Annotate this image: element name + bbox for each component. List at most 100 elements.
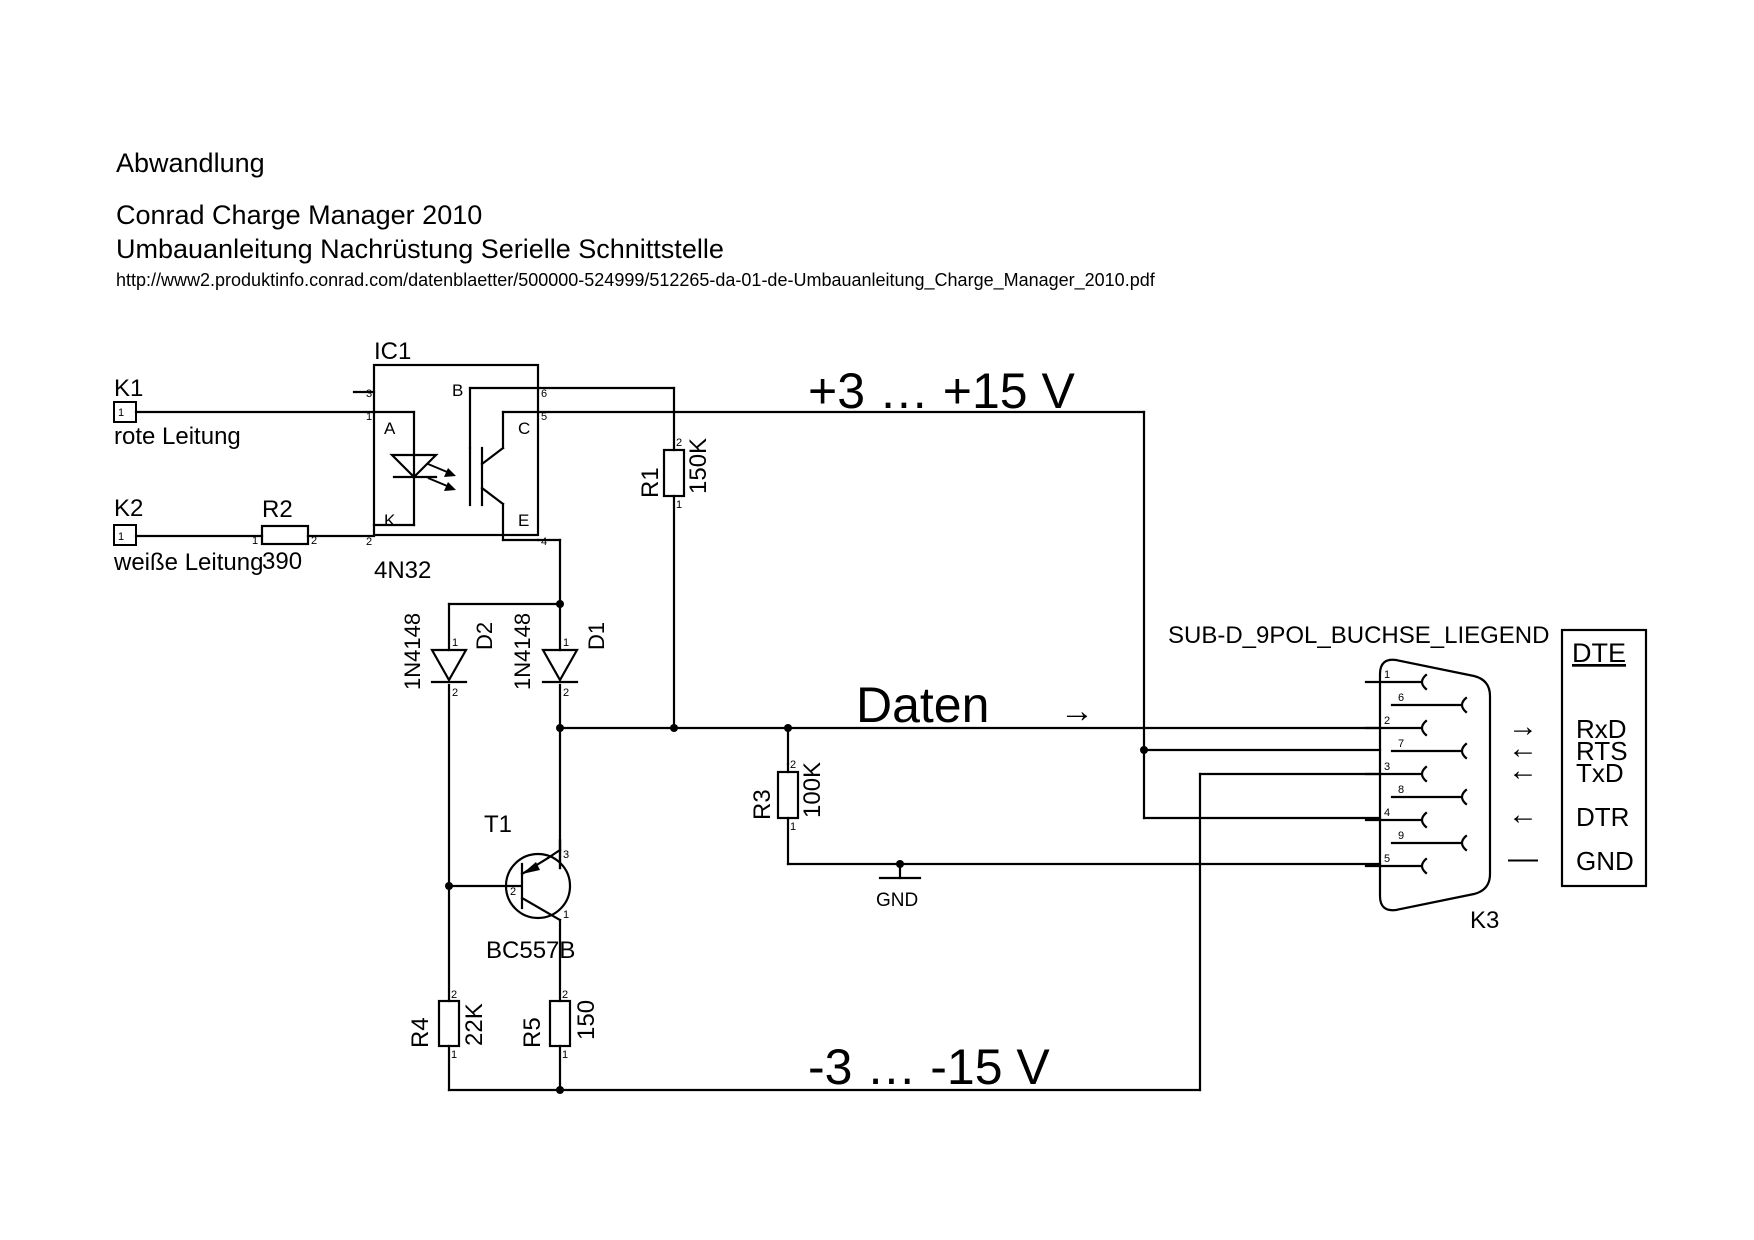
r4-name: R4 xyxy=(407,1017,434,1048)
k1-name: K1 xyxy=(114,375,143,402)
r5-pin1: 1 xyxy=(562,1049,568,1061)
header-title: Conrad Charge Manager 2010 xyxy=(116,200,483,230)
diode-d2: 1 2 1N4148 D2 xyxy=(400,613,497,699)
r3-value: 100K xyxy=(799,762,826,818)
d2-pin2: 2 xyxy=(452,687,458,699)
ic1-label-b: B xyxy=(452,381,463,400)
k3-pin-number: 7 xyxy=(1398,738,1404,750)
resistor-r4: 2 1 R4 22K xyxy=(407,989,488,1061)
dte-signal-label: RxD xyxy=(1576,714,1627,744)
r4-value: 22K xyxy=(461,1003,488,1046)
k3-pin-number: 4 xyxy=(1384,807,1390,819)
positive-voltage-label: +3 … +15 V xyxy=(808,363,1075,419)
k3-pin-socket xyxy=(1460,788,1468,806)
dte-signal-label: TxD xyxy=(1576,758,1624,788)
t1-name: T1 xyxy=(484,811,512,838)
optocoupler-ic1: IC1 4N32 A K B C xyxy=(366,338,547,584)
d2-icon xyxy=(430,648,468,683)
r1-body xyxy=(662,448,686,498)
dte-signal-arrow: ← xyxy=(1508,798,1538,831)
r5-body xyxy=(548,999,572,1048)
d2-pin1: 1 xyxy=(452,637,458,649)
k3-body xyxy=(1378,658,1492,912)
k3-pin-number: 5 xyxy=(1384,853,1390,865)
ic1-pin6: 6 xyxy=(541,388,547,400)
header-note: Abwandlung xyxy=(116,148,265,178)
d2-name: D2 xyxy=(472,622,497,650)
k3-pin-socket xyxy=(1420,857,1428,875)
r1-value: 150K xyxy=(685,438,712,494)
k3-pin-socket xyxy=(1420,673,1428,691)
t1-pin1: 1 xyxy=(563,909,569,921)
k3-pin-socket xyxy=(1460,696,1468,714)
dte-signal-arrow: → xyxy=(1508,710,1538,743)
k3-pin-socket xyxy=(1420,719,1428,737)
ic1-transistor-icon xyxy=(480,486,505,506)
k3-pin-number: 9 xyxy=(1398,830,1404,842)
r5-pin2: 2 xyxy=(562,989,568,1001)
k3-name: K3 xyxy=(1470,907,1499,934)
ic1-label-e: E xyxy=(518,511,529,530)
ic1-body xyxy=(372,363,540,537)
r3-pin2: 2 xyxy=(790,759,796,771)
r4-pin1: 1 xyxy=(451,1049,457,1061)
ic1-label-c: C xyxy=(518,419,530,438)
k3-pin-number: 2 xyxy=(1384,715,1390,727)
d2-part: 1N4148 xyxy=(400,613,425,690)
dte-signal-label: RTS xyxy=(1576,736,1628,766)
r5-name: R5 xyxy=(519,1017,546,1048)
ic1-label-a: A xyxy=(384,419,396,438)
gnd-label: GND xyxy=(876,890,918,911)
ic1-label-k: K xyxy=(384,511,396,530)
dte-panel: DTE xyxy=(1560,628,1648,888)
k3-pin-number: 1 xyxy=(1384,669,1390,681)
k3-pin-number: 8 xyxy=(1398,784,1404,796)
ic1-part: 4N32 xyxy=(374,557,431,584)
wires xyxy=(134,386,1382,1094)
k3-type: SUB-D_9POL_BUCHSE_LIEGEND xyxy=(1168,622,1549,649)
ic1-pin2: 2 xyxy=(366,536,372,548)
r1-pin2: 2 xyxy=(676,437,682,449)
k3-pin-number: 6 xyxy=(1398,692,1404,704)
r2-pin1: 1 xyxy=(252,535,258,547)
k1-wire-label: rote Leitung xyxy=(114,423,241,450)
r2-value: 390 xyxy=(262,548,302,575)
t1-part: BC557B xyxy=(486,937,575,964)
d1-pin2: 2 xyxy=(563,687,569,699)
d1-part: 1N4148 xyxy=(510,613,535,690)
t1-pin2: 2 xyxy=(510,886,516,898)
r2-body xyxy=(260,524,310,546)
k2-pin: 1 xyxy=(118,531,124,543)
r1-name: R1 xyxy=(637,467,664,498)
resistor-r3: 2 1 R3 100K xyxy=(749,759,826,833)
dte-signal-arrow: ← xyxy=(1508,754,1538,787)
dte-signal-label: DTR xyxy=(1576,802,1629,832)
connector-k1: K1 1 rote Leitung xyxy=(113,375,241,450)
dte-signal-arrow: — xyxy=(1508,842,1538,875)
ic1-pin4: 4 xyxy=(541,536,547,548)
header-subtitle: Umbauanleitung Nachrüstung Serielle Schn… xyxy=(116,234,724,264)
data-direction-arrow: → xyxy=(1060,692,1094,730)
ic1-pin5: 5 xyxy=(541,411,547,423)
resistor-r5: 2 1 R5 150 xyxy=(519,989,600,1061)
r3-pin1: 1 xyxy=(790,821,796,833)
data-line-label: Daten xyxy=(856,677,989,733)
d1-icon xyxy=(541,648,579,683)
r5-value: 150 xyxy=(573,1000,600,1040)
diode-d1: 1 2 1N4148 D1 xyxy=(510,613,609,699)
dte-signal-group: RxD→RTS←TxD←DTR←GND— xyxy=(1508,710,1634,876)
k1-pin: 1 xyxy=(118,407,124,419)
r3-body xyxy=(776,770,800,820)
connector-k3: SUB-D_9POL_BUCHSE_LIEGEND K3 xyxy=(1168,622,1549,934)
r3-name: R3 xyxy=(749,789,776,820)
d1-name: D1 xyxy=(584,622,609,650)
r4-body xyxy=(437,999,461,1048)
transistor-t1: T1 3 2 1 BC557B xyxy=(484,811,575,964)
dte-title: DTE xyxy=(1572,638,1626,668)
k3-pin-socket xyxy=(1420,765,1428,783)
ic1-led-icon xyxy=(389,453,439,479)
ic1-pin3: 3 xyxy=(366,388,372,400)
resistor-r2: R2 1 2 390 xyxy=(252,496,317,575)
